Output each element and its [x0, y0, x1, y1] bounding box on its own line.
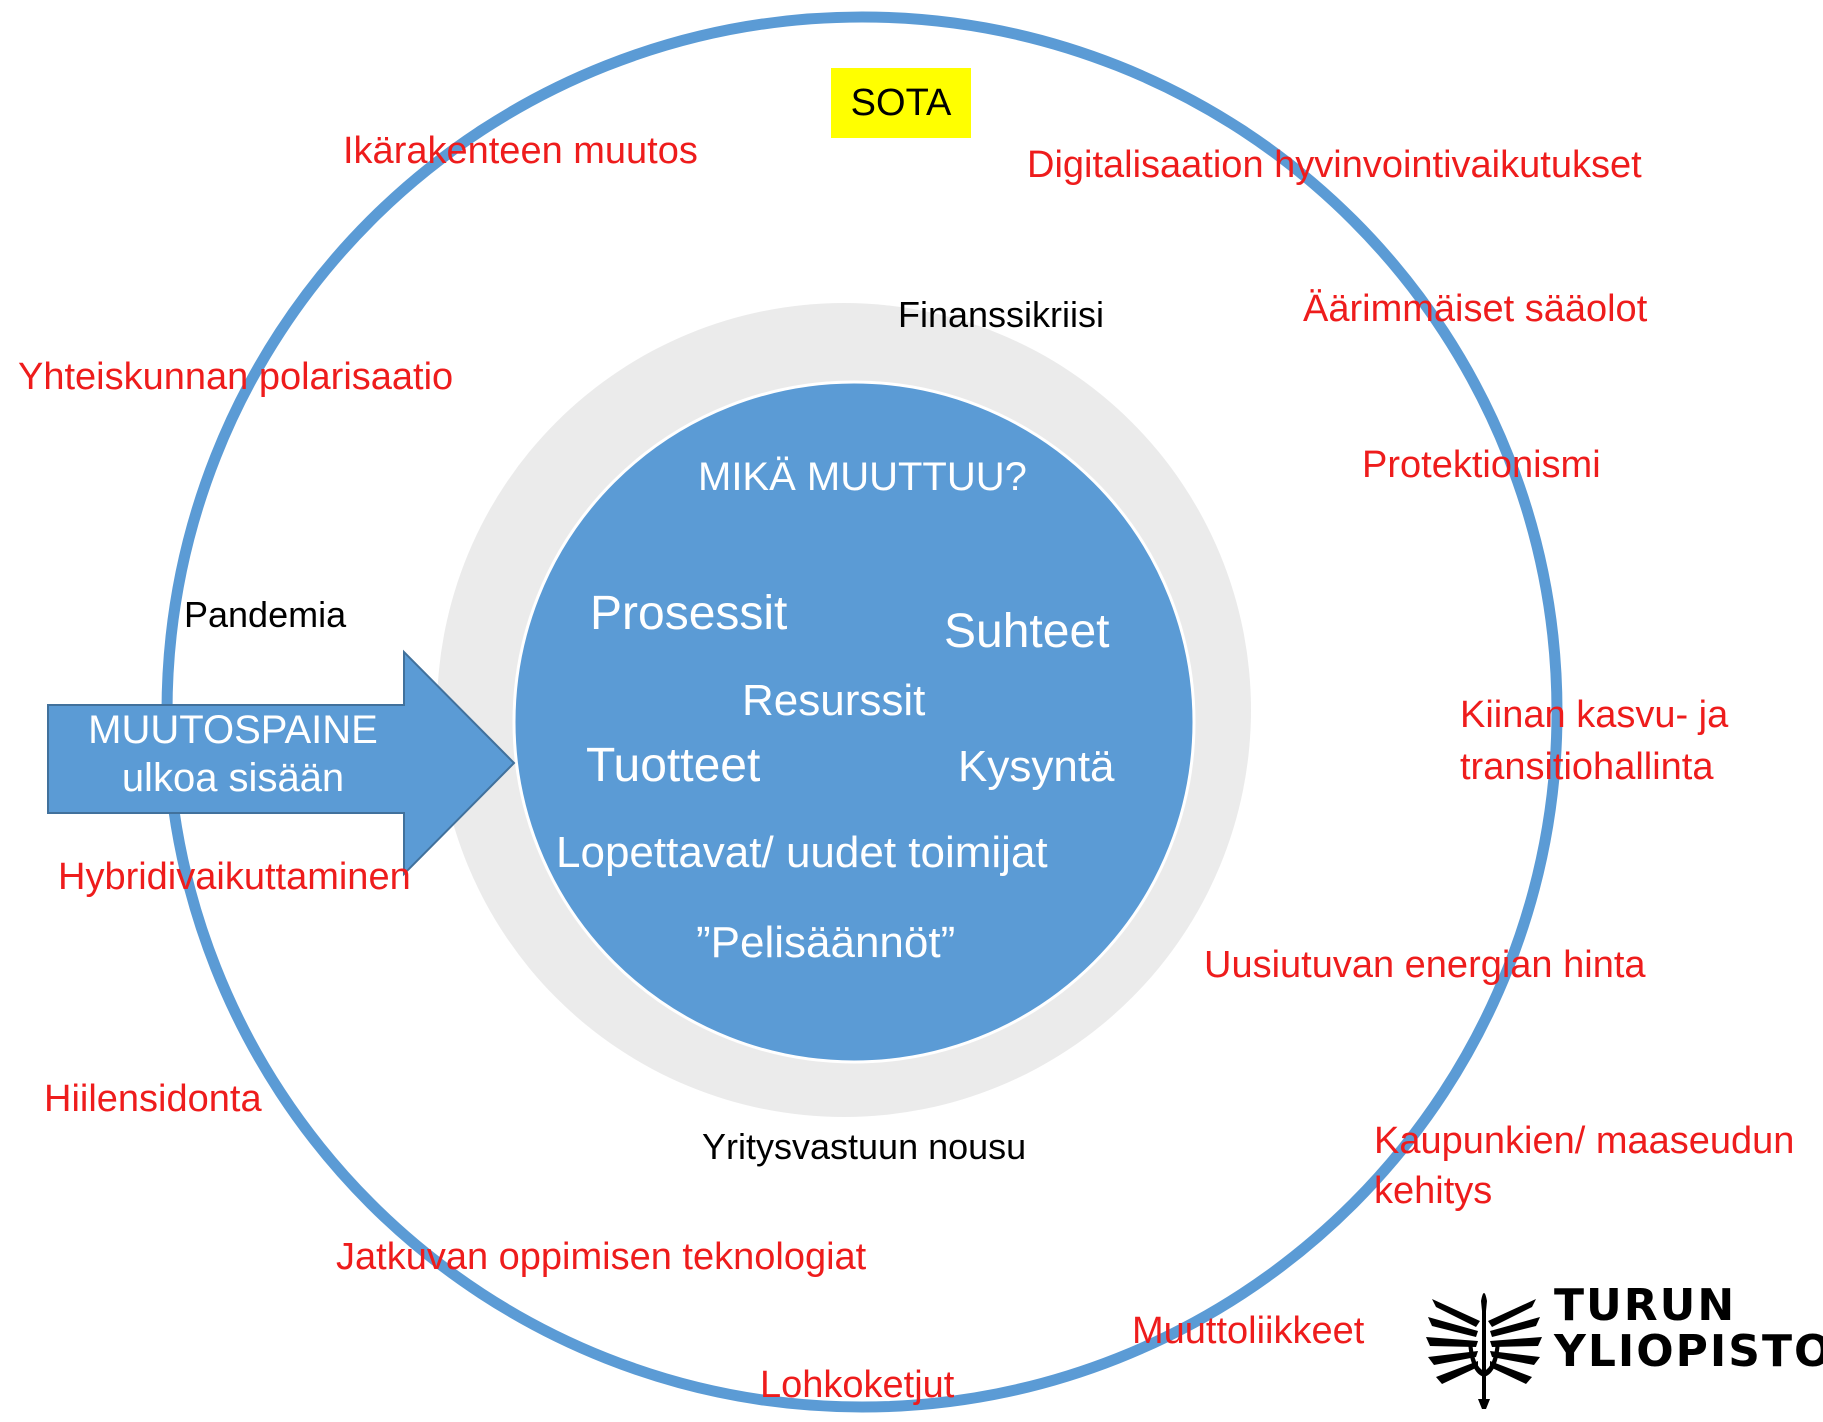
logo-wordmark: TURUN YLIOPISTO [1554, 1280, 1823, 1378]
center-pelisaannot: ”Pelisäännöt” [696, 918, 956, 967]
center-resurssit: Resurssit [742, 676, 926, 725]
trend-polarisaatio: Yhteiskunnan polarisaatio [18, 356, 454, 398]
trend-hiilensidonta: Hiilensidonta [44, 1078, 262, 1120]
ring-finanssikriisi: Finanssikriisi [898, 294, 1105, 335]
center-kysynta: Kysyntä [958, 742, 1115, 791]
trend-kaupungit-line1: Kaupunkien/ maaseudun [1374, 1120, 1795, 1162]
center-tuotteet: Tuotteet [586, 739, 761, 792]
sota-highlight: SOTA [831, 68, 971, 138]
trend-kaupungit-line2: kehitys [1374, 1170, 1493, 1212]
arrow-label-line1: MUUTOSPAINE [88, 708, 378, 752]
trend-digitalisaatio: Digitalisaation hyvinvointivaikutukset [1027, 144, 1642, 186]
trend-protektionismi: Protektionismi [1362, 444, 1601, 486]
trend-muuttoliikkeet: Muuttoliikkeet [1132, 1310, 1365, 1352]
trend-kiina-line1: Kiinan kasvu- ja [1460, 694, 1729, 736]
trend-ikarakenne: Ikärakenteen muutos [343, 130, 698, 172]
arrow-label-line2: ulkoa sisään [121, 756, 345, 800]
center-toimijat: Lopettavat/ uudet toimijat [556, 828, 1048, 877]
center-prosessit: Prosessit [590, 587, 788, 640]
logo-line1: TURUN [1554, 1280, 1737, 1331]
inner-blue-disc [512, 380, 1196, 1064]
trend-kiina-line2: transitiohallinta [1460, 746, 1714, 788]
logo-emblem-icon [1426, 1293, 1542, 1409]
center-suhteet: Suhteet [944, 605, 1110, 658]
arrow-label: MUUTOSPAINE ulkoa sisään [48, 706, 458, 802]
trend-energian-hinta: Uusiutuvan energian hinta [1204, 944, 1646, 986]
university-logo: TURUN YLIOPISTO [1424, 1281, 1823, 1411]
pressure-arrow [47, 649, 516, 877]
trend-hybridivaikuttaminen: Hybridivaikuttaminen [58, 856, 411, 898]
ring-pandemia: Pandemia [184, 594, 347, 635]
center-question: MIKÄ MUUTTUU? [698, 455, 1027, 499]
trend-oppiminen: Jatkuvan oppimisen teknologiat [336, 1236, 867, 1278]
trend-lohkoketjut: Lohkoketjut [760, 1364, 955, 1406]
trend-saaolot: Äärimmäiset sääolot [1303, 288, 1648, 330]
logo-line2: YLIOPISTO [1554, 1326, 1823, 1378]
ring-yritysvastuu: Yritysvastuun nousu [702, 1126, 1027, 1167]
